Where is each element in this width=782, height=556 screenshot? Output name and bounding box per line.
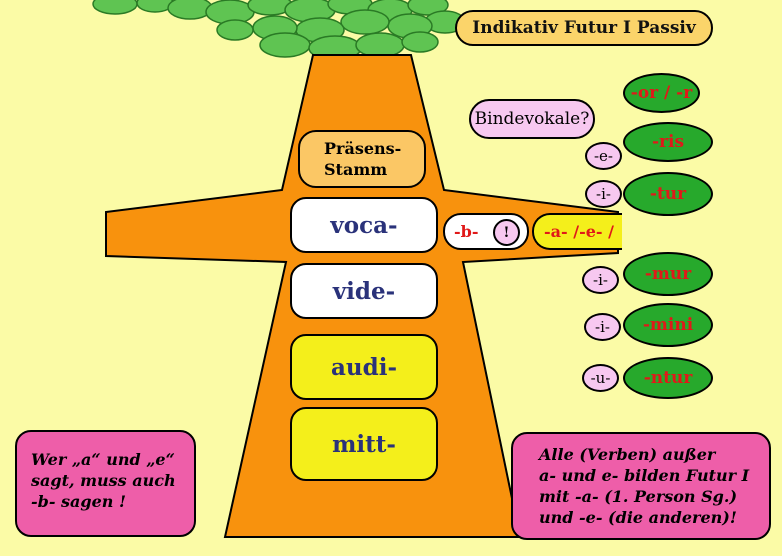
ending-tur: -tur [623, 172, 713, 216]
note-right-line-3: mit -a- (1. Person Sg.) [539, 487, 738, 506]
note-right-line-1: Alle (Verben) außer [539, 445, 716, 464]
ending-ris: -ris [623, 122, 713, 162]
connector-i-2: -i- [582, 266, 619, 294]
connector-i-1: -i- [585, 180, 622, 208]
title-box: Indikativ Futur I Passiv [455, 10, 713, 46]
bindevokale-question: Bindevokale? [469, 99, 595, 139]
stem-mitt: mitt- [290, 407, 438, 481]
note-left-line-1: Wer „a“ und „e“ [31, 450, 175, 469]
note-left-line-2: sagt, muss auch [31, 471, 176, 490]
connector-u: -u- [582, 364, 619, 392]
ending-mini: -mini [623, 303, 713, 347]
note-right-line-4: und -e- (die anderen)! [539, 508, 737, 527]
stem-vide: vide- [290, 263, 438, 319]
ending-or-r: -or / -r [623, 73, 700, 113]
stem-audi: audi- [290, 334, 438, 400]
note-right: Alle (Verben) außer a- und e- bilden Fut… [511, 432, 771, 540]
ending-ntur: -ntur [623, 357, 713, 399]
stamm-label-line-2: Stamm [324, 160, 388, 179]
exclamation-icon: ! [493, 219, 520, 246]
ending-mur: -mur [623, 252, 713, 296]
praesens-stamm-label: Präsens- Stamm [298, 130, 426, 188]
note-left: Wer „a“ und „e“ sagt, muss auch -b- sage… [15, 430, 196, 537]
note-left-line-3: -b- sagen ! [31, 492, 127, 511]
connector-i-3: -i- [584, 313, 621, 341]
stem-voca: voca- [290, 197, 438, 253]
note-right-line-2: a- und e- bilden Futur I [539, 466, 750, 485]
connector-e: -e- [585, 142, 622, 170]
stamm-label-line-1: Präsens- [324, 139, 402, 158]
foliage [92, 0, 466, 61]
theme-vowel-a-e: -a- /-e- / [532, 213, 622, 250]
